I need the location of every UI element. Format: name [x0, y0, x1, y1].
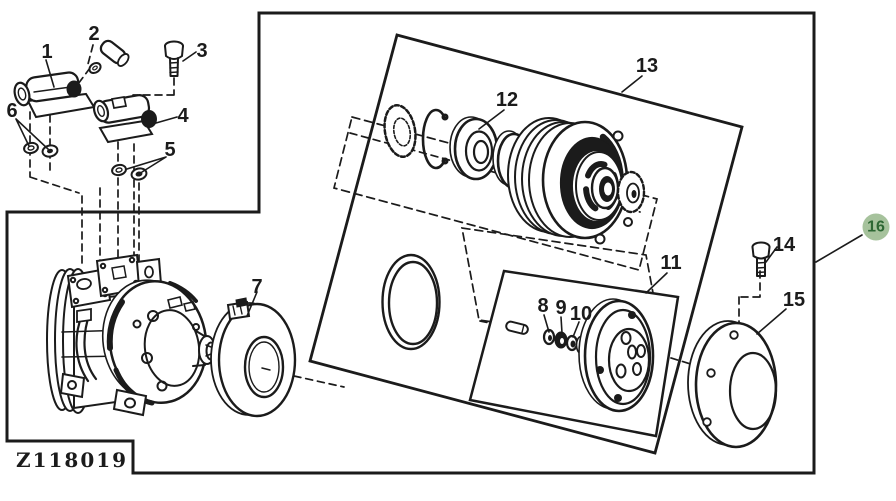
- clutch-hub: [575, 298, 655, 413]
- callout-16[interactable]: 16: [862, 213, 890, 241]
- washer-10: [565, 334, 579, 352]
- callout-7: 7: [251, 276, 263, 298]
- diagram-code-label: Z118019: [16, 448, 129, 472]
- lock-washer: [383, 104, 417, 158]
- callout-6: 6: [6, 100, 18, 122]
- callout-13: 13: [635, 55, 659, 77]
- bolt-3: [164, 40, 184, 77]
- callout-15: 15: [782, 289, 806, 311]
- snap-ring: [421, 108, 449, 170]
- washer-8: [542, 328, 556, 346]
- outer-border: [5, 11, 816, 475]
- compressor-body: [46, 253, 217, 417]
- callout-2: 2: [88, 23, 100, 45]
- bolt-14: [751, 241, 771, 277]
- callout-10: 10: [569, 303, 593, 325]
- callout-5: 5: [164, 139, 176, 161]
- callout-4: 4: [177, 105, 189, 127]
- fitting-4: [92, 94, 157, 144]
- pulley: [507, 117, 633, 245]
- callout-12: 12: [495, 89, 519, 111]
- fitting-1: [13, 71, 96, 119]
- callout-14: 14: [772, 234, 796, 256]
- dust-cover: [687, 320, 778, 449]
- shaft-key-pin: [505, 320, 529, 335]
- bearing-12: [449, 116, 499, 181]
- callout-11: 11: [660, 252, 682, 274]
- o-ring: [381, 253, 441, 351]
- leader-lines: [15, 51, 863, 338]
- callout-3: 3: [196, 40, 208, 62]
- washer-9: [554, 331, 568, 349]
- fitting-2-plug: [88, 39, 130, 75]
- callout-8: 8: [537, 295, 549, 317]
- shim-gear: [616, 170, 646, 214]
- callout-9: 9: [555, 297, 567, 319]
- clutch-coil-ring: [210, 297, 297, 418]
- seal-washers-6: [23, 141, 59, 158]
- callout-1: 1: [41, 41, 53, 63]
